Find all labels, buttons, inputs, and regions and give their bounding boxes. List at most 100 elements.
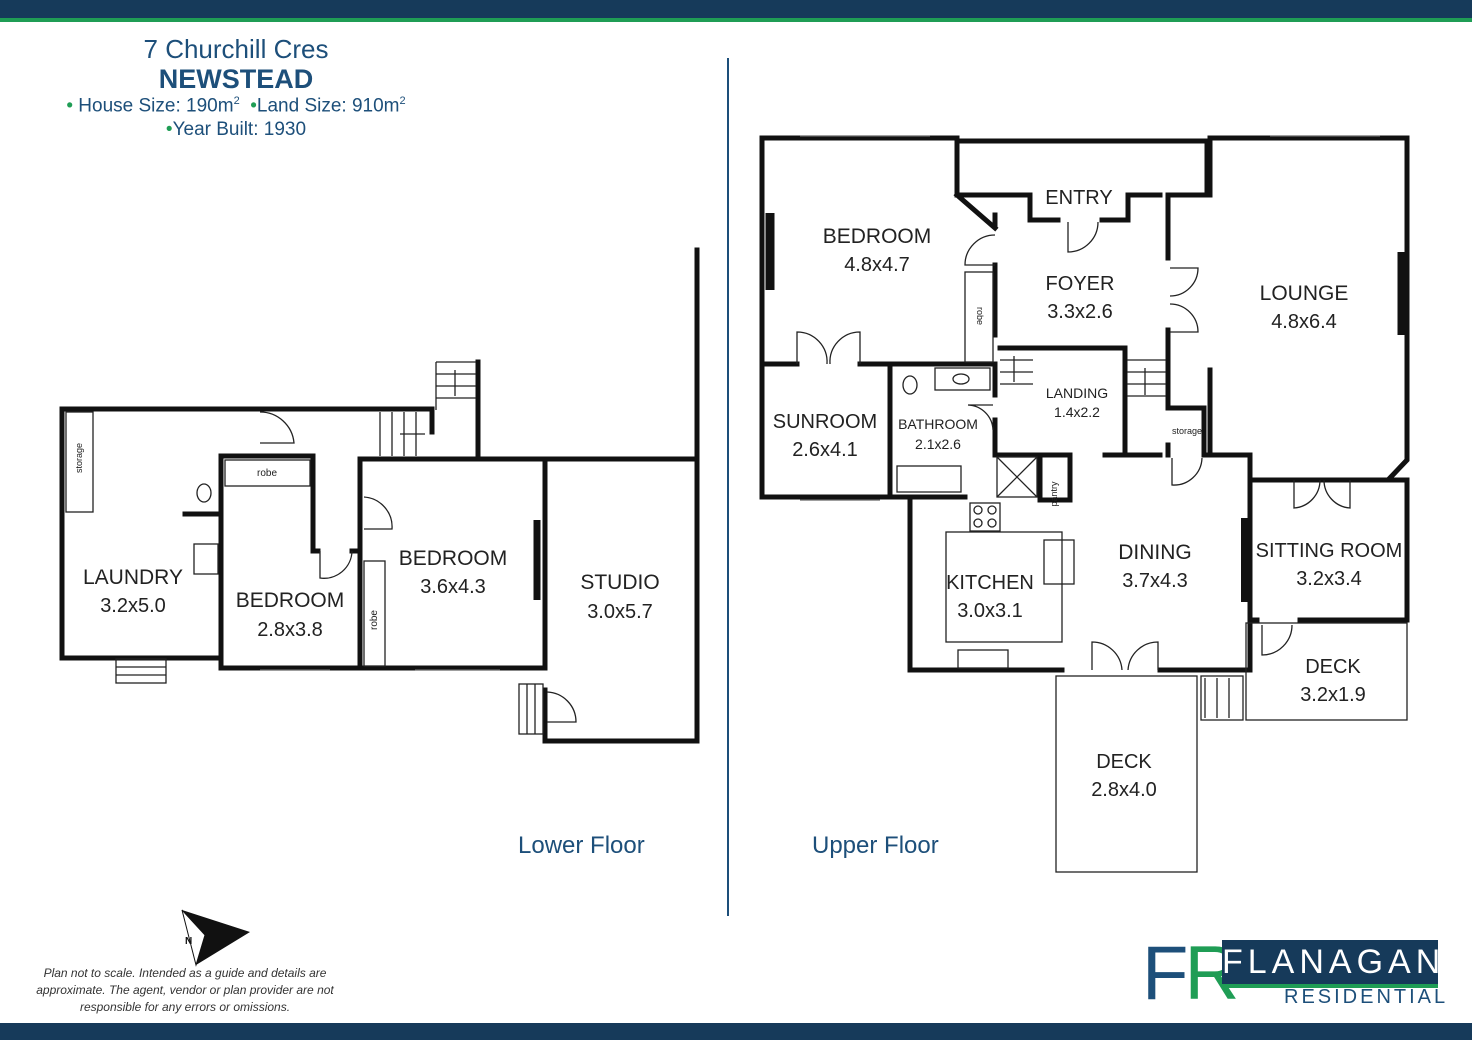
robe-label-side: robe	[369, 610, 380, 630]
cooktop	[969, 502, 1001, 532]
bedroom-b-label: BEDROOM	[399, 547, 508, 570]
kitchen-label: KITCHEN	[946, 572, 1034, 594]
bedroom-b-size: 3.6x4.3	[420, 576, 486, 598]
laundry-steps	[115, 658, 167, 684]
property-sizes: • House Size: 190m2 •Land Size: 910m2	[0, 95, 472, 117]
bathroom-label: BATHROOM	[898, 416, 978, 432]
bedroom-upper-label: BEDROOM	[823, 225, 932, 248]
storage-label-lower: storage	[74, 443, 84, 473]
studio-size: 3.0x5.7	[587, 601, 653, 623]
door-swing	[967, 404, 994, 431]
sitting-room-size: 3.2x3.4	[1296, 568, 1362, 590]
kitchen-bench	[945, 531, 1063, 643]
laundry-label: LAUNDRY	[83, 566, 183, 589]
robe-side	[363, 560, 386, 667]
vanity	[934, 367, 991, 391]
robe-upper	[964, 271, 994, 363]
laundry-wall	[59, 406, 435, 661]
door-swing	[259, 411, 295, 444]
door-swing	[546, 691, 577, 723]
upper-stairs	[1000, 356, 1244, 721]
north-arrow-icon: N	[181, 909, 250, 967]
landing-wall	[997, 192, 1171, 458]
laundry-tub	[193, 543, 219, 575]
studio-label: STUDIO	[580, 571, 659, 594]
linen-press	[996, 456, 1038, 498]
land-size-label: Land Size:	[256, 95, 347, 117]
lower-stairs	[379, 361, 476, 456]
fridge	[1043, 539, 1075, 585]
robe-label-upper: robe	[975, 307, 985, 325]
pantry-wall	[992, 417, 1073, 503]
floor-divider	[727, 58, 729, 916]
foyer-label: FOYER	[1046, 273, 1115, 295]
door-swing	[1067, 221, 1099, 253]
door-swing	[1293, 479, 1351, 509]
door-swing	[319, 550, 353, 579]
bedroom-angle-wall	[953, 191, 999, 232]
deck-right-outline	[1245, 622, 1408, 721]
north-label: N	[185, 936, 192, 947]
lounge-label: LOUNGE	[1260, 282, 1349, 305]
lower-floor-walls	[59, 247, 700, 744]
agency-monogram-logo: FR	[1142, 936, 1239, 1012]
bullet: •	[165, 119, 173, 140]
entry-label: ENTRY	[1045, 187, 1112, 209]
sitting-room-wall	[1247, 477, 1410, 623]
property-year: •Year Built: 1930	[0, 119, 472, 141]
top-banner	[0, 0, 1472, 18]
deck-right-label: DECK	[1305, 656, 1361, 678]
bedroom-b-wall	[357, 456, 548, 671]
door-swing	[1171, 457, 1203, 486]
year-built-value: 1930	[263, 119, 307, 140]
bottom-banner	[0, 1023, 1472, 1040]
bathtub	[896, 465, 962, 493]
lower-floor-label: Lower Floor	[518, 832, 645, 859]
agency-name-logo: FLANAGAN	[1222, 940, 1440, 988]
property-address: 7 Churchill Cres	[143, 34, 329, 64]
storage-label-upper: storage	[1172, 426, 1202, 436]
robe-label-top: robe	[257, 468, 277, 479]
house-size-label: House Size:	[78, 95, 181, 117]
deck-bottom-size: 2.8x4.0	[1091, 779, 1157, 801]
landing-size: 1.4x2.2	[1054, 404, 1100, 420]
laundry-size: 3.2x5.0	[100, 595, 166, 617]
kitchen-sink	[957, 649, 1009, 669]
bathroom-size: 2.1x2.6	[915, 436, 961, 452]
squared-mark: 2	[399, 95, 406, 107]
pantry-label: pantry	[1049, 481, 1059, 507]
land-size-value: 910m	[351, 95, 400, 117]
deck-bottom-outline	[1055, 675, 1198, 873]
dining-size: 3.7x4.3	[1122, 570, 1188, 592]
deck-bottom-label: DECK	[1096, 751, 1152, 773]
foyer-size: 3.3x2.6	[1047, 301, 1113, 323]
toilet	[196, 483, 212, 503]
door-swing	[796, 331, 861, 365]
bedroom-a-size: 2.8x3.8	[257, 619, 323, 641]
robe-top	[224, 459, 311, 487]
house-size-value: 190m	[186, 95, 234, 117]
bullet: •	[66, 95, 74, 117]
dining-wall	[1157, 327, 1253, 673]
bullet: •	[250, 95, 257, 117]
toilet-upper	[902, 375, 918, 395]
studio-steps	[518, 683, 544, 735]
agency-subtitle: RESIDENTIAL	[1284, 986, 1449, 1008]
disclaimer-text: Plan not to scale. Intended as a guide a…	[36, 966, 334, 1014]
bedroom-upper-size: 4.8x4.7	[844, 254, 910, 276]
laundry-storage-cupboard	[65, 411, 94, 513]
squared-mark: 2	[233, 95, 240, 107]
dining-label: DINING	[1118, 541, 1192, 564]
entry-wall	[954, 138, 1210, 223]
kitchen-size: 3.0x3.1	[957, 600, 1023, 622]
upper-floor-walls	[759, 135, 1410, 873]
door-swing	[1169, 267, 1199, 333]
door-swing	[964, 234, 996, 266]
bedroom-a-label: BEDROOM	[236, 589, 345, 612]
upper-outer-wall	[759, 135, 1000, 500]
upper-floor-label: Upper Floor	[812, 832, 939, 859]
top-banner-accent	[0, 18, 1472, 22]
deck-right-size: 3.2x1.9	[1300, 684, 1366, 706]
